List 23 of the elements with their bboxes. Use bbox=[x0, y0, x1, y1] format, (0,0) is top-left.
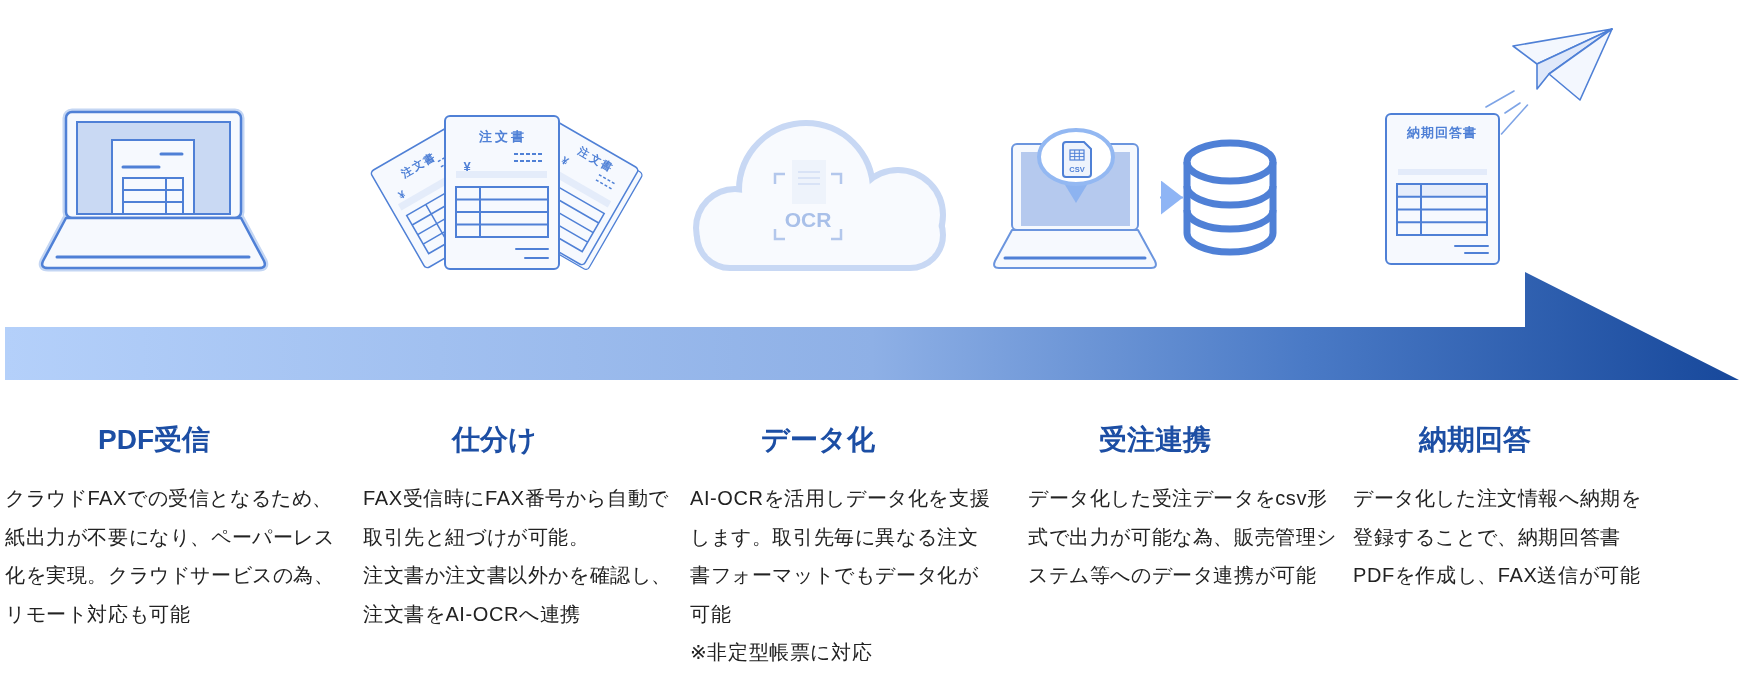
step-title: データ化 bbox=[761, 423, 875, 457]
laptop-illustration bbox=[990, 127, 1160, 270]
form-heading: 納期回答書 bbox=[1407, 125, 1477, 139]
arrow bbox=[1159, 180, 1184, 215]
step-description: 注文書か注文書以外かを確認し、注文書をAI-OCRへ連携 bbox=[363, 563, 673, 627]
form-heading: 注文書 bbox=[479, 129, 527, 143]
yen-sign: ¥ bbox=[463, 159, 471, 173]
yen-sign: ¥ bbox=[396, 188, 408, 202]
step-title: PDF受信 bbox=[98, 423, 210, 457]
step-description: データ化した注文情報へ納期を登録することで、納期回答書PDFを作成し、FAX送信が可能 bbox=[1353, 486, 1643, 589]
step-title: 仕分け bbox=[451, 423, 537, 457]
step-description: データ化した受注データをcsv形式で出力が可能な為、販売管理システム等へのデータ連携が可能 bbox=[1028, 486, 1338, 589]
step-description: ※非定型帳票に対応 bbox=[690, 640, 874, 666]
step-description: AI-OCRを活用しデータ化を支援します。取引先毎に異なる注文書フォーマットでもデータ化が可能 bbox=[690, 486, 992, 627]
ocr-label: OCR bbox=[784, 208, 832, 230]
form-heading: 注文書 bbox=[399, 150, 439, 180]
step-title: 納期回答 bbox=[1419, 423, 1531, 457]
step-description: FAX受信時にFAX番号から自動で取引先と紐づけが可能。 bbox=[363, 486, 670, 550]
step-description: クラウドFAXでの受信となるため、紙出力が不要になり、ペーパーレス化を実現。クラウドサービスの為、リモート対応も可能 bbox=[5, 486, 336, 627]
step-title: 受注連携 bbox=[1099, 423, 1211, 457]
form-heading: 注文書 bbox=[576, 145, 616, 175]
yen-sign: ¥ bbox=[559, 154, 571, 168]
database-icon bbox=[1183, 139, 1277, 256]
